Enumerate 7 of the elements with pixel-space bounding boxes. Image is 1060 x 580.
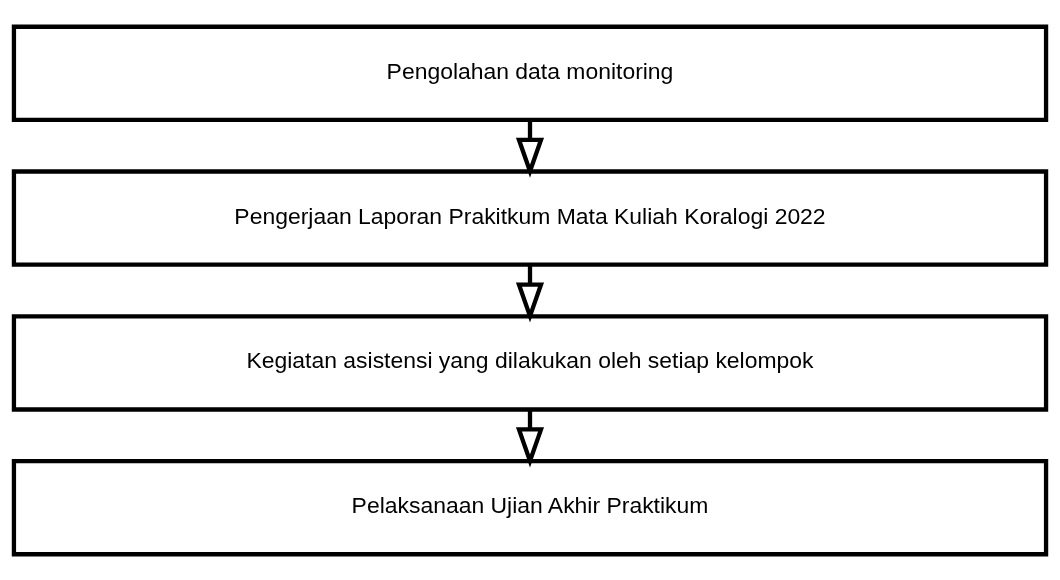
arrow bbox=[515, 264, 545, 323]
arrow bbox=[515, 409, 545, 467]
node-box: Pengolahan data monitoring bbox=[11, 24, 1049, 122]
node-box: Pengerjaan Laporan Prakitkum Mata Kuliah Koralogi 2022 bbox=[11, 168, 1049, 267]
node-box: Kegiatan asistensi yang dilakukan oleh setiap kelompok bbox=[11, 313, 1049, 412]
arrow bbox=[515, 119, 545, 178]
node-box: Pelaksanaan Ujian Akhir Praktikum bbox=[11, 458, 1049, 556]
